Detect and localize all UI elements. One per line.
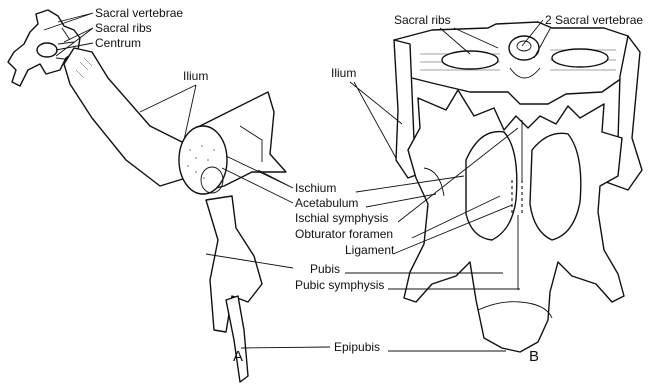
label-ischial-symphysis: Ischial symphysis (295, 211, 388, 225)
obturator-foramen-left-b (466, 132, 517, 240)
panel-label-b: B (529, 348, 539, 365)
acetabulum-a (179, 126, 227, 194)
ventral-view-drawing (394, 22, 642, 352)
label-obturator-foramen: Obturator foramen (295, 227, 393, 241)
label-sacral-ribs-b: Sacral ribs (394, 13, 451, 27)
label-ilium-a: Ilium (183, 69, 208, 83)
label-sacral-ribs-a: Sacral ribs (95, 21, 152, 35)
label-pubis: Pubis (310, 262, 340, 276)
panel-label-a: A (233, 348, 243, 365)
label-ligament: Ligament (345, 243, 395, 257)
label-ischium: Ischium (295, 181, 336, 195)
label-centrum: Centrum (95, 36, 141, 50)
epipubis-a (226, 296, 248, 382)
label-epipubis: Epipubis (334, 340, 380, 354)
centrum-shape (37, 43, 57, 57)
label-pubic-symphysis: Pubic symphysis (295, 278, 384, 292)
lateral-view-drawing (8, 10, 286, 382)
label-sacral-vertebrae: Sacral vertebrae (95, 6, 183, 20)
label-2-sacral-vertebrae: 2 Sacral vertebrae (545, 13, 643, 27)
label-ilium-b: Ilium (331, 66, 356, 80)
sacral-rib-right-b (552, 49, 608, 67)
label-acetabulum: Acetabulum (295, 196, 358, 210)
girdle-body-b (404, 90, 624, 352)
